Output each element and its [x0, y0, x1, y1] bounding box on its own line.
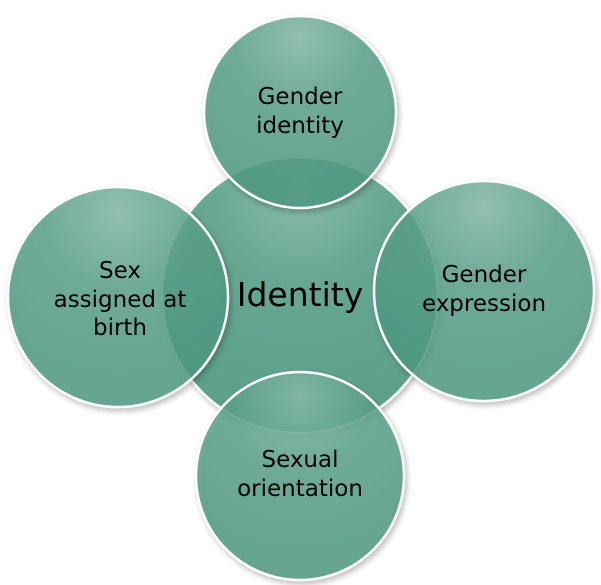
- right-circle: [372, 179, 596, 403]
- right-circle-label: Gender expression: [421, 262, 547, 317]
- left-circle-label: Sex assigned at birth: [53, 257, 187, 342]
- bottom-circle-label: Sexual orientation: [237, 447, 363, 502]
- top-circle: [202, 14, 398, 210]
- top-circle-label: Gender identity: [256, 84, 344, 139]
- left-circle: [6, 185, 230, 409]
- center-circle: [160, 155, 440, 435]
- center-circle-label: Identity: [236, 275, 364, 315]
- bottom-circle: [194, 370, 406, 582]
